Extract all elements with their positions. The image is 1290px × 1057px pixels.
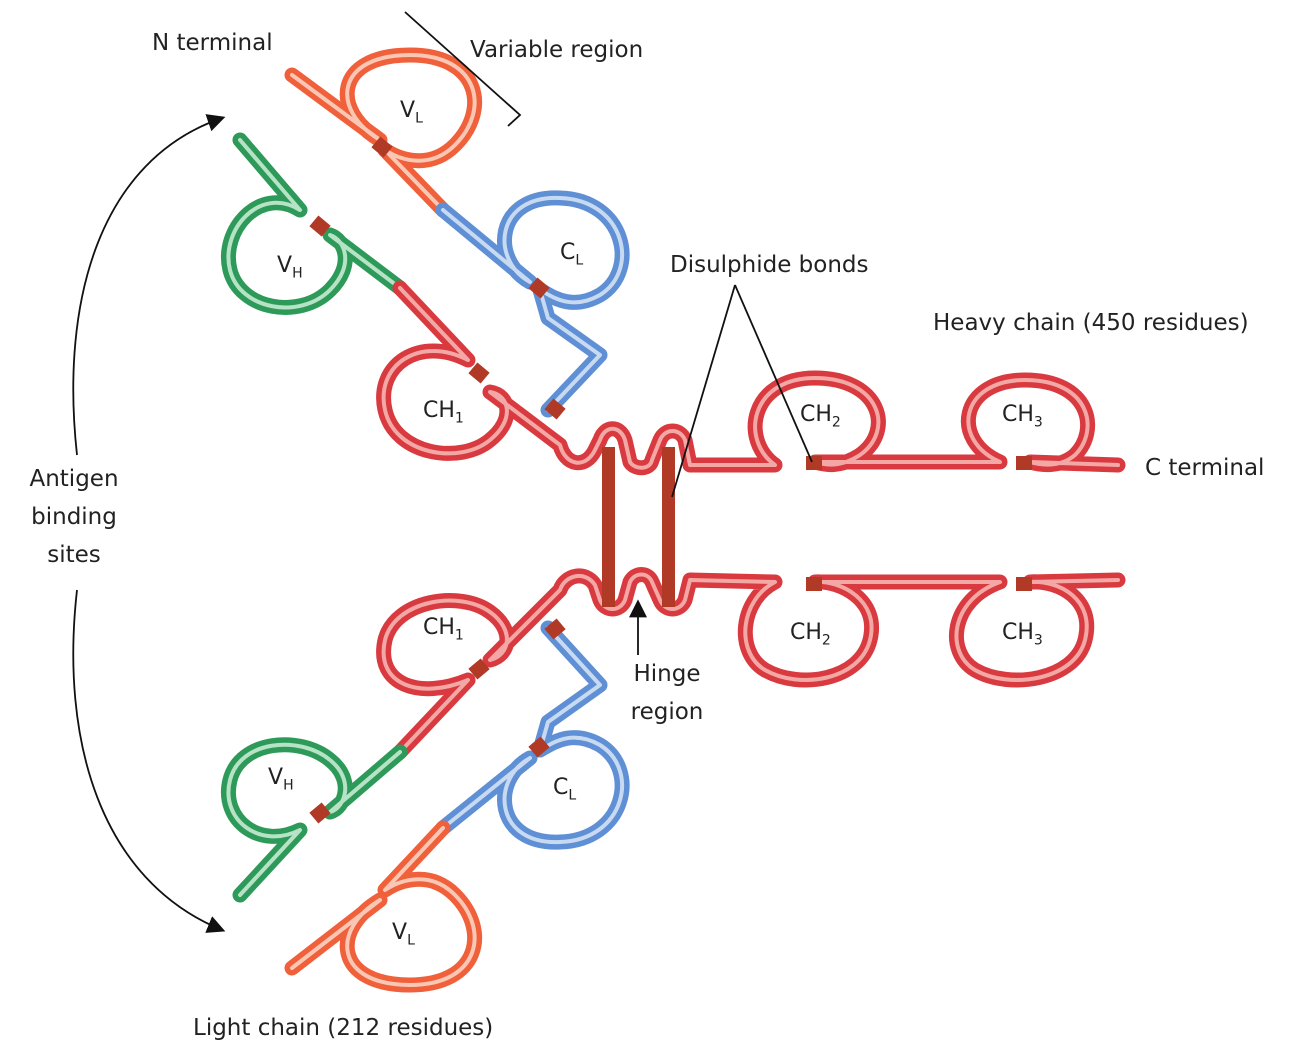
disulphide-pointer-right: [734, 284, 813, 463]
antigen-label-line1: Antigen: [29, 466, 119, 492]
upper-vl-label: VL: [400, 98, 423, 127]
lower-ch1-label: CH1: [423, 615, 464, 644]
disulphide-bonds-label: Disulphide bonds: [670, 252, 869, 278]
lower-heavy-constant-strand: [376, 567, 1126, 760]
disulphide-pointer-left: [671, 284, 736, 498]
variable-region-label: Variable region: [470, 37, 644, 63]
antigen-label-line2: binding: [31, 504, 117, 530]
lower-light-chain: [284, 620, 630, 993]
lower-vh-strand: [221, 737, 408, 903]
upper-ch1-label: CH1: [423, 398, 464, 427]
c-terminal-label: C terminal: [1145, 455, 1265, 481]
lower-heavy-chain: [221, 567, 1126, 903]
antigen-binding-sites-label: Antigen binding sites: [14, 460, 134, 574]
hinge-bond-right: [662, 447, 675, 607]
lower-ch3-label: CH3: [1002, 620, 1043, 649]
hinge-label-line2: region: [630, 699, 704, 725]
upper-vl-strand: [284, 47, 483, 218]
lower-vh-label: VH: [268, 765, 294, 794]
lower-cl-strand: [435, 620, 630, 850]
hinge-label-line1: Hinge: [633, 661, 701, 687]
upper-cl-label: CL: [560, 240, 584, 269]
lower-cl-label: CL: [553, 775, 577, 804]
upper-heavy-chain: [221, 132, 1126, 476]
hinge-disulphide-bonds: [602, 447, 675, 607]
variable-region-bracket: [404, 11, 522, 127]
upper-ch3-label: CH3: [1002, 402, 1043, 431]
lower-vl-label: VL: [392, 920, 415, 949]
hinge-bond-left: [602, 447, 615, 607]
annotation-lines: [72, 11, 813, 933]
light-chain-label: Light chain (212 residues): [193, 1015, 494, 1041]
n-terminal-label: N terminal: [152, 30, 273, 56]
heavy-chain-label: Heavy chain (450 residues): [933, 310, 1249, 336]
intra-chain-bond-markers: [309, 136, 1032, 824]
upper-vh-label: VH: [277, 253, 303, 282]
upper-light-chain: [284, 47, 630, 418]
antigen-label-line3: sites: [47, 542, 101, 568]
hinge-region-label: Hinge region: [622, 655, 712, 731]
antigen-arrow-lower: [72, 589, 226, 933]
antigen-arrow-upper: [72, 114, 226, 456]
lower-ch2-label: CH2: [790, 620, 831, 649]
lower-vl-strand: [284, 820, 483, 993]
upper-ch2-label: CH2: [800, 402, 841, 431]
